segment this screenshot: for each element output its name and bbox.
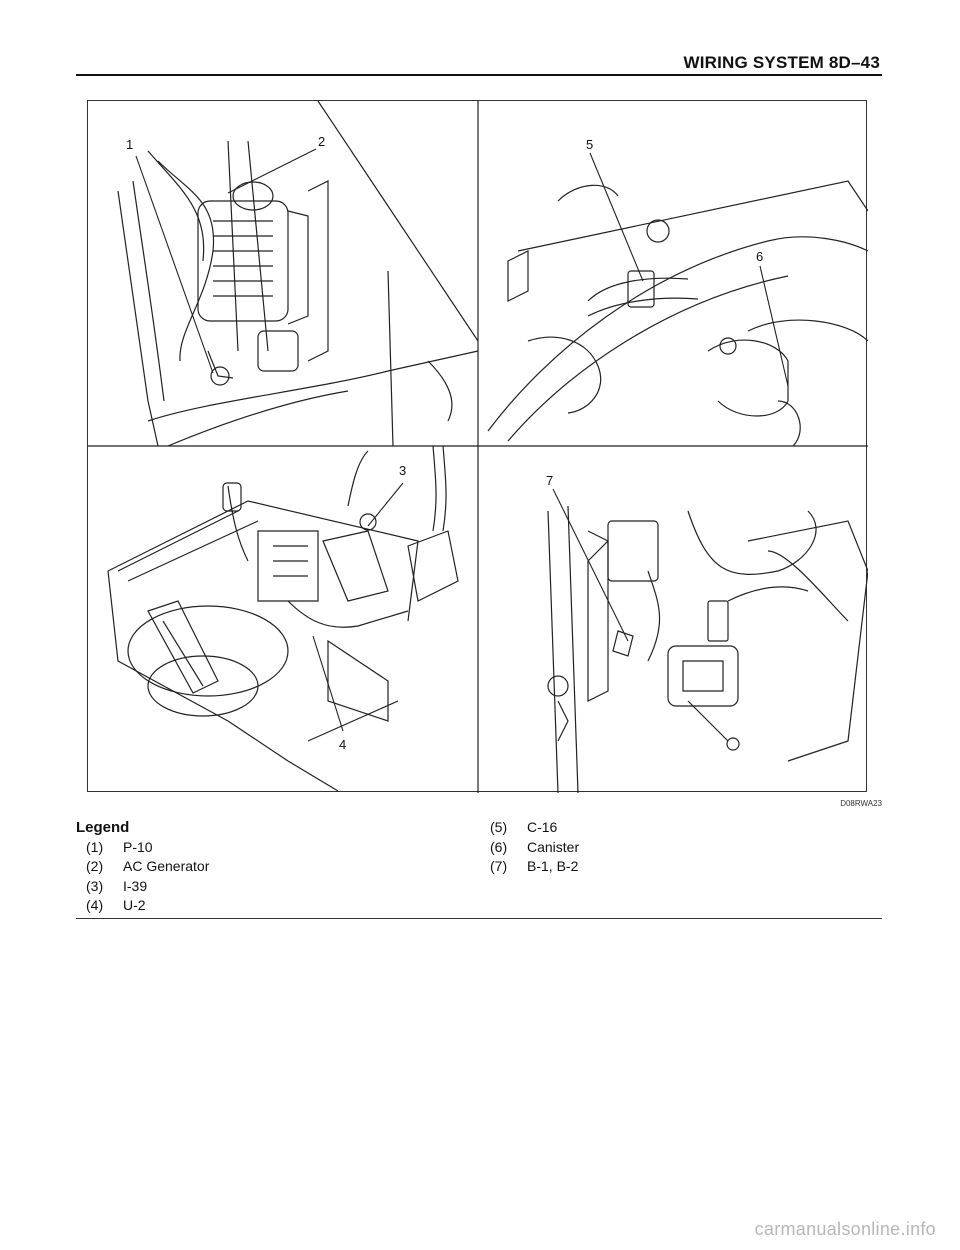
legend-item-label: I-39	[123, 877, 148, 894]
legend-item-number: (6)	[490, 838, 508, 855]
callout-5: 5	[586, 137, 593, 152]
legend-item-label: C-16	[527, 819, 558, 835]
legend-right-column: (5) C-16 (6) Canister (7) B-1, B-2	[490, 818, 579, 877]
legend-item-label: B-1, B-2	[527, 858, 579, 874]
legend-bottom-rule	[76, 918, 882, 919]
callout-3: 3	[399, 463, 406, 478]
legend-item: (4) U-2	[76, 896, 209, 916]
legend-item: (1) P-10	[76, 838, 209, 858]
callout-6: 6	[756, 249, 763, 264]
callout-7: 7	[546, 473, 553, 488]
legend-item-number: (3)	[86, 877, 104, 894]
legend-item-number: (1)	[86, 838, 104, 855]
legend-title: Legend	[76, 819, 130, 836]
legend-item-number: (7)	[490, 858, 508, 874]
legend-item: (3) I-39	[76, 877, 209, 897]
page-header-title: WIRING SYSTEM 8D–43	[683, 53, 880, 72]
panel-canister	[487, 180, 868, 447]
legend-item: (7) B-1, B-2	[490, 857, 579, 877]
legend-left-column: Legend (1) P-10 (2) AC Generator (3) I-39 (…	[76, 818, 209, 916]
legend-item: (2) AC Generator	[76, 857, 209, 877]
legend-item-label: U-2	[123, 897, 146, 913]
callout-4: 4	[339, 737, 346, 752]
figure-code: D08RWA23	[840, 799, 882, 808]
callout-leader-lines	[135, 148, 789, 732]
panel-ac-generator	[117, 101, 479, 447]
watermark: carmanualsonline.info	[754, 1219, 936, 1239]
figure-illustration: 1 2 5 6 3 4 7	[88, 101, 868, 793]
legend-item-number: (4)	[86, 897, 104, 913]
legend-item-label: AC Generator	[123, 858, 210, 874]
header-rule	[76, 74, 882, 76]
panel-relay-ecu	[547, 505, 868, 793]
legend-item: (6) Canister	[490, 838, 579, 858]
legend-item-label: P-10	[123, 838, 153, 855]
legend-item-number: (5)	[490, 819, 508, 835]
legend-item-number: (2)	[86, 858, 104, 874]
legend-item: (5) C-16	[490, 818, 579, 838]
legend-item-label: Canister	[527, 838, 580, 855]
callout-1: 1	[126, 137, 133, 152]
wiring-figure: 1 2 5 6 3 4 7	[87, 100, 868, 793]
callout-2: 2	[318, 134, 325, 149]
panel-console	[107, 445, 459, 792]
